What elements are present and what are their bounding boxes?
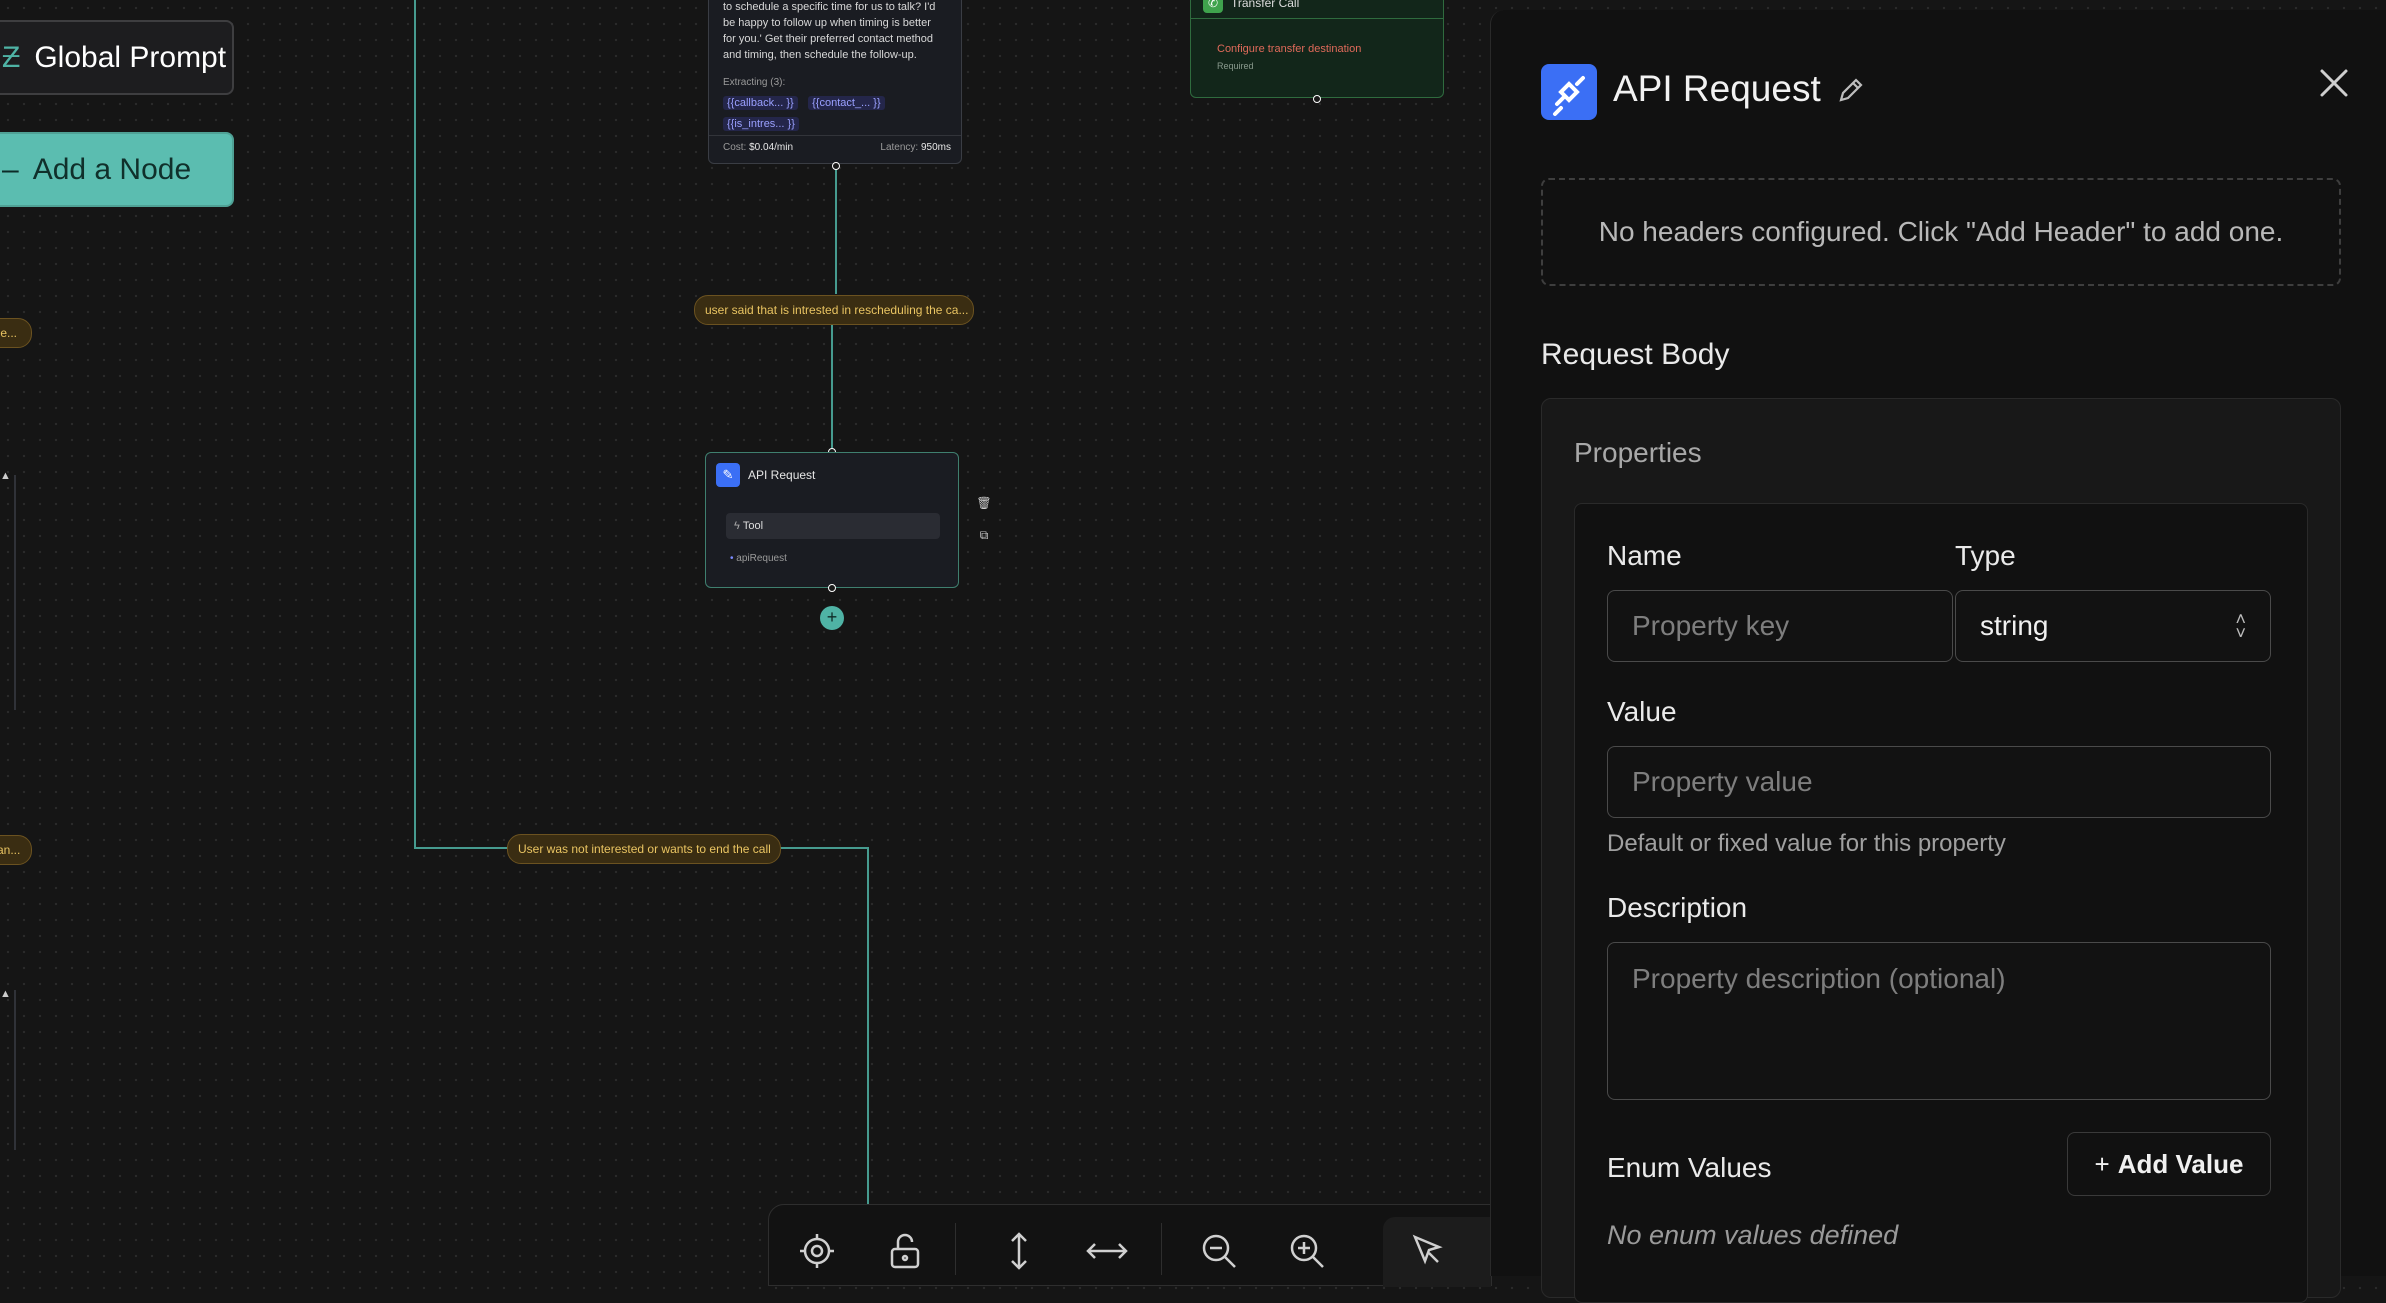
- cost-readout: Cost: $0.04/min: [723, 142, 794, 153]
- plus-icon: +: [2094, 1148, 2110, 1179]
- pointer-icon[interactable]: [1405, 1229, 1449, 1273]
- api-icon: ✎: [716, 463, 740, 487]
- pointer-tool-group: [1383, 1217, 1491, 1287]
- property-card: Name Property key Type string ˄˅ Value P…: [1574, 503, 2308, 1303]
- enum-values-label: Enum Values: [1607, 1152, 1772, 1183]
- collapse-caret-icon[interactable]: ▲: [0, 470, 11, 482]
- prompt-node-text: to schedule a specific time for us to ta…: [723, 1, 936, 61]
- edge-label-left-1[interactable]: ine...: [0, 318, 32, 348]
- collapse-caret-icon[interactable]: ▲: [0, 988, 11, 1000]
- value-help-text: Default or fixed value for this property: [1607, 830, 2006, 857]
- transfer-call-node[interactable]: ✆ Transfer Call Configure transfer desti…: [1190, 0, 1444, 98]
- edge-label-not-interested[interactable]: User was not interested or wants to end …: [507, 834, 781, 864]
- global-prompt-button[interactable]: Ƶ Global Prompt: [0, 20, 234, 95]
- horizontal-arrows-icon[interactable]: [1085, 1229, 1129, 1273]
- name-label: Name: [1607, 540, 1682, 571]
- api-request-node[interactable]: ✎ API Request ϟ Tool • apiRequest: [705, 452, 959, 588]
- prompt-node[interactable]: to schedule a specific time for us to ta…: [708, 0, 962, 164]
- edit-title-icon[interactable]: [1835, 74, 1867, 111]
- plus-icon: –: [2, 152, 19, 186]
- canvas-edges: [14, 0, 869, 1206]
- variable-chip: {{contact_... }}: [808, 96, 885, 110]
- api-node-title: API Request: [748, 468, 816, 482]
- extracting-label: Extracting (3):: [723, 77, 786, 88]
- type-select[interactable]: string ˄˅: [1955, 590, 2271, 662]
- target-icon[interactable]: [795, 1229, 839, 1273]
- value-label: Value: [1607, 696, 1677, 727]
- type-label: Type: [1955, 540, 2016, 571]
- zoom-in-icon[interactable]: [1285, 1229, 1329, 1273]
- phone-icon: ✆: [1203, 0, 1223, 13]
- api-request-panel-icon: [1541, 64, 1597, 120]
- enum-empty-text: No enum values defined: [1607, 1220, 1899, 1250]
- node-config-panel: API Request No headers configured. Click…: [1490, 10, 2386, 1303]
- headers-empty-state: No headers configured. Click "Add Header…: [1541, 178, 2341, 286]
- latency-readout: Latency: 950ms: [880, 142, 951, 153]
- duplicate-node-icon[interactable]: ⧉: [979, 528, 989, 542]
- variable-chip: {{callback... }}: [723, 96, 798, 110]
- transfer-required: Required: [1217, 61, 1254, 71]
- close-icon[interactable]: [2317, 66, 2351, 105]
- vertical-arrows-icon[interactable]: [997, 1229, 1041, 1273]
- variable-chip: {{is_intres... }}: [723, 117, 799, 131]
- add-value-button[interactable]: + Add Value: [2067, 1132, 2271, 1196]
- add-child-node-button[interactable]: +: [820, 606, 844, 630]
- edge-label-left-2[interactable]: l an...: [0, 835, 32, 865]
- api-node-sublabel: • apiRequest: [730, 553, 787, 564]
- property-key-input[interactable]: Property key: [1607, 590, 1953, 662]
- request-body-label: Request Body: [1541, 338, 1730, 371]
- add-node-button[interactable]: – Add a Node: [0, 132, 234, 207]
- global-prompt-label: Global Prompt: [34, 40, 227, 74]
- transfer-warning: Configure transfer destination: [1217, 43, 1362, 55]
- zoom-out-icon[interactable]: [1197, 1229, 1241, 1273]
- property-description-textarea[interactable]: Property description (optional): [1607, 942, 2271, 1100]
- prompt-icon: Ƶ: [2, 40, 21, 74]
- properties-label: Properties: [1574, 437, 1702, 468]
- canvas-toolbar: [768, 1204, 1492, 1287]
- delete-node-icon[interactable]: 🗑: [976, 496, 992, 510]
- transfer-call-title: Transfer Call: [1231, 0, 1300, 10]
- panel-title: API Request: [1613, 68, 1821, 109]
- node-handle[interactable]: [1313, 95, 1321, 103]
- node-handle[interactable]: [828, 584, 836, 592]
- property-value-input[interactable]: Property value: [1607, 746, 2271, 818]
- unlock-icon[interactable]: [883, 1229, 927, 1273]
- add-node-label: Add a Node: [32, 152, 192, 186]
- properties-section: Properties Name Property key Type string…: [1541, 398, 2341, 1303]
- tool-badge: ϟ Tool: [726, 513, 940, 539]
- edge-label-reschedule[interactable]: user said that is intrested in reschedul…: [694, 295, 974, 325]
- tool-icon: ϟ: [734, 520, 740, 532]
- chevron-updown-icon: ˄˅: [2235, 609, 2246, 643]
- node-handle[interactable]: [832, 162, 840, 170]
- description-label: Description: [1607, 892, 1748, 923]
